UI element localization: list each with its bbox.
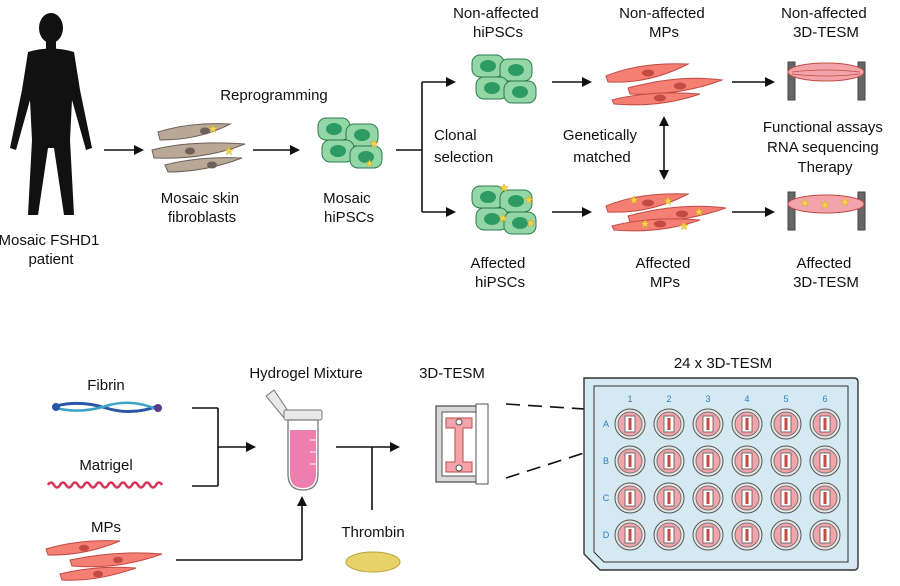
plate-well [770,482,802,514]
genetically-matched-label: Genetically matched [563,127,641,166]
affected-tesm-label: Affected 3D-TESM [793,255,859,291]
plate-well [809,408,841,440]
patient-label: Mosaic FSHD1 patient [0,232,104,268]
plate-well [653,445,685,477]
plate-well [653,408,685,440]
plate-well [692,482,724,514]
tesm-label: 3D-TESM [419,365,485,382]
tesm-chip-icon [435,403,489,485]
matrigel-label: Matrigel [79,457,132,474]
plate-column-label: 4 [744,394,749,404]
non-affected-tesm-label: Non-affected 3D-TESM [781,5,871,41]
non-affected-mps-label: Non-affected MPs [619,5,709,41]
patient-silhouette [10,13,92,215]
plate-well [809,519,841,551]
plate-well [653,519,685,551]
plate-well [809,445,841,477]
plate-column-label: 3 [705,394,710,404]
plate-well [809,482,841,514]
mps-bottom-cells [45,540,163,581]
plate-well [614,408,646,440]
plate-well [614,445,646,477]
hydrogel-label: Hydrogel Mixture [249,365,362,382]
plate-well [731,519,763,551]
plate-row-label: B [603,456,609,466]
reprogramming-label: Reprogramming [220,87,328,104]
plate-column-label: 6 [822,394,827,404]
fibroblast-cluster [151,123,246,173]
plate-well [692,445,724,477]
mps-label: MPs [91,519,121,536]
thrombin-label: Thrombin [341,524,404,541]
plate-well [770,408,802,440]
plate-wells: 1 2 3 4 5 6A B C D [603,394,841,551]
plate-well [731,445,763,477]
affected-mps-label: Affected MPs [636,255,695,291]
plate-well [692,519,724,551]
plate-well [614,519,646,551]
affected-ipsc-label: Affected hiPSCs [471,255,530,291]
clonal-selection-bracket [396,77,456,217]
plate-well [731,482,763,514]
fibroblasts-label: Mosaic skin fibroblasts [161,190,244,226]
plate-well [614,482,646,514]
applications-label: Functional assays RNA sequencing Therapy [763,119,887,176]
non-affected-ipsc-cluster [471,54,537,104]
plate-well [770,445,802,477]
plate-row-label: A [603,419,609,429]
plate-well [692,408,724,440]
plate-column-label: 5 [783,394,788,404]
affected-ipsc-cluster [471,183,537,235]
hydrogel-tube-icon [265,389,323,491]
fibrin-strand [52,401,162,413]
plate-column-label: 2 [666,394,671,404]
non-affected-tesm-icon [787,61,866,101]
plate-row-label: C [603,493,610,503]
fibrin-label: Fibrin [87,377,125,394]
thrombin-drop [345,551,401,573]
clonal-selection-label: Clonal selection [434,127,493,166]
affected-mps-cells [605,193,727,232]
plate-well [770,519,802,551]
mosaic-ipsc-label: Mosaic hiPSCs [323,190,375,226]
non-affected-mps-cells [605,63,724,106]
matrigel-strand [46,481,164,489]
non-affected-ipsc-label: Non-affected hiPSCs [453,5,543,41]
plate-row-label: D [603,530,610,540]
plate-title: 24 x 3D-TESM [674,355,772,372]
plate-well [731,408,763,440]
affected-tesm-icon [787,191,866,231]
merge-bracket [192,407,256,487]
plate-column-label: 1 [627,394,632,404]
arrow-mps-to-hydrogel [176,496,307,561]
mosaic-ipsc-cluster [317,117,383,169]
well-plate: 1 2 3 4 5 6A B C D [583,377,859,571]
plate-well [653,482,685,514]
